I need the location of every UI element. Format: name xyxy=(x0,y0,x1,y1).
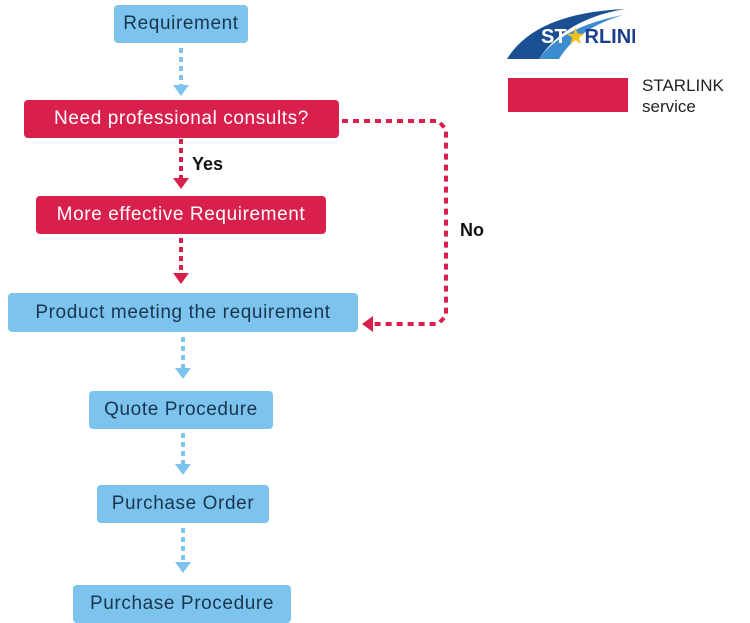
edge-label-yes: Yes xyxy=(192,154,224,174)
arrow-product-to-quote xyxy=(175,337,191,379)
arrow-quote-to-order xyxy=(175,433,191,475)
legend-label: STARLINK service xyxy=(642,76,724,116)
edge-label-no: No xyxy=(460,220,484,240)
node-more-effective-requirement: More effective Requirement xyxy=(36,196,326,234)
logo-swoosh-graphic: ST★RLINK xyxy=(507,9,646,59)
legend-color-swatch xyxy=(508,78,628,112)
arrow-order-to-procedure xyxy=(175,528,191,573)
node-quote-procedure: Quote Procedure xyxy=(89,391,273,429)
starlink-logo: ST★RLINK xyxy=(505,5,646,61)
arrow-effective-to-product xyxy=(173,238,189,284)
node-purchase-order: Purchase Order xyxy=(97,485,269,523)
node-product-meeting-requirement: Product meeting the requirement xyxy=(8,293,358,332)
node-requirement: Requirement xyxy=(114,5,248,43)
node-purchase-procedure: Purchase Procedure xyxy=(73,585,291,623)
arrow-requirement-to-consults xyxy=(173,48,189,96)
arrow-consults-to-effective xyxy=(173,139,189,189)
node-need-consults: Need professional consults? xyxy=(24,100,339,138)
logo-wordmark: ST★RLINK xyxy=(541,26,635,48)
